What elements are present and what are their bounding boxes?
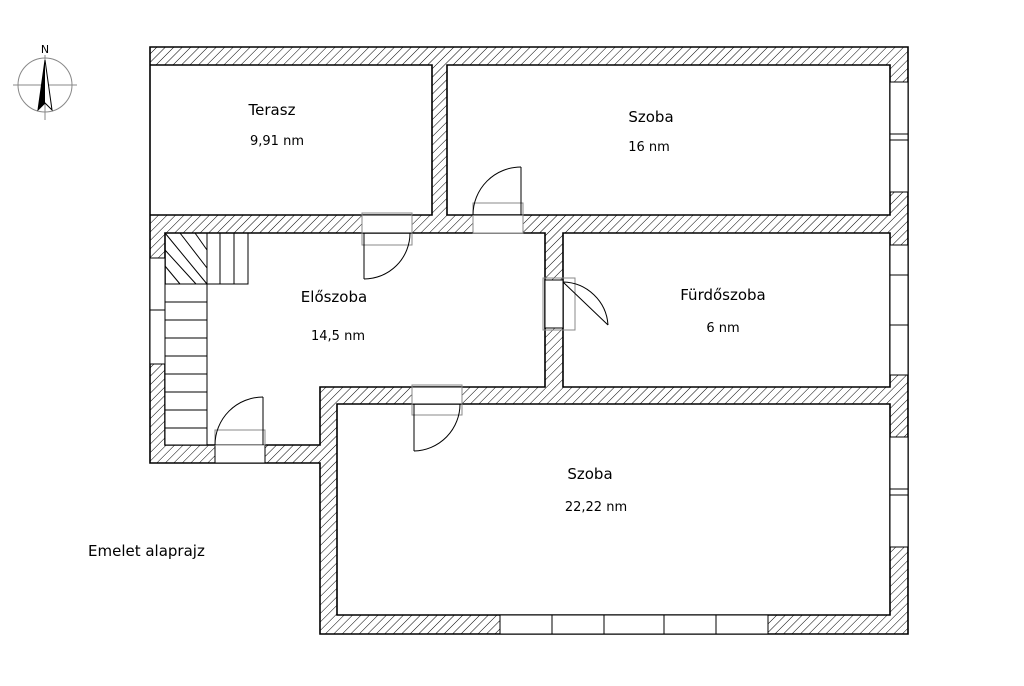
windows-bottom bbox=[499, 614, 769, 635]
window-left bbox=[149, 257, 166, 365]
room-name-terasz: Terasz bbox=[248, 101, 296, 119]
room-area-szoba-bottom: 22,22 nm bbox=[565, 500, 627, 515]
door-terasz bbox=[361, 212, 413, 280]
room-area-szoba-top: 16 nm bbox=[628, 140, 670, 155]
door-szoba-bottom bbox=[411, 384, 463, 452]
north-arrow-icon: N bbox=[13, 43, 77, 120]
windows-right bbox=[889, 81, 909, 548]
room-area-furdoszoba: 6 nm bbox=[706, 321, 739, 336]
room-area-terasz: 9,91 nm bbox=[250, 134, 304, 149]
room-name-furdoszoba: Fürdőszoba bbox=[680, 286, 766, 304]
room-name-szoba-bottom: Szoba bbox=[567, 465, 612, 483]
door-entrance bbox=[214, 396, 266, 464]
north-label: N bbox=[41, 43, 49, 56]
walls bbox=[149, 46, 909, 635]
room-area-eloszoba: 14,5 nm bbox=[311, 329, 365, 344]
staircase bbox=[164, 232, 249, 446]
plan-caption: Emelet alaprajz bbox=[88, 542, 205, 560]
room-name-eloszoba: Előszoba bbox=[301, 288, 367, 306]
room-name-szoba-top: Szoba bbox=[628, 108, 673, 126]
door-furdoszoba bbox=[542, 277, 609, 331]
door-szoba-top bbox=[472, 166, 524, 234]
